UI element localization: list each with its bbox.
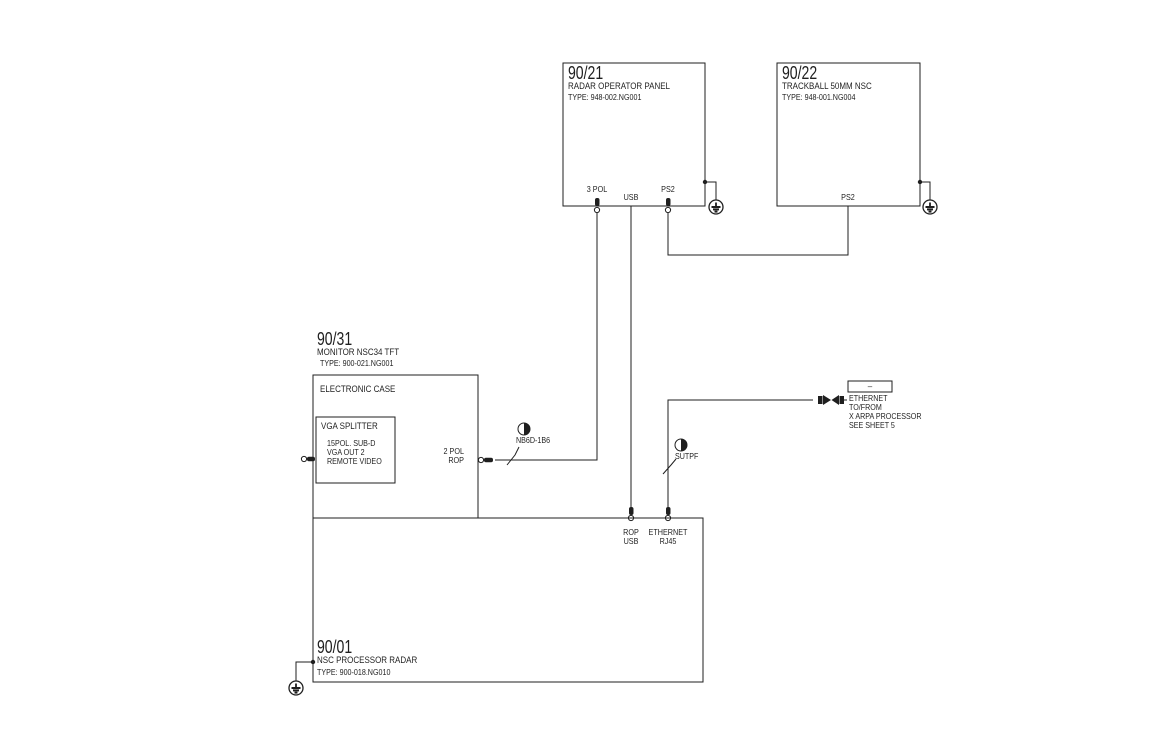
processor-port-rj45-label: RJ45 — [659, 536, 677, 546]
junction-dot — [310, 659, 316, 665]
connector-rop-usb-icon — [627, 507, 635, 522]
connector-ps2-icon — [664, 198, 672, 214]
wire-ps2 — [667, 206, 849, 256]
cable-marker-icon — [674, 438, 688, 452]
trackball-type: TYPE: 948-001.NG004 — [782, 92, 856, 102]
cable-marker-icon — [517, 422, 531, 436]
processor-id: 90/01 — [317, 637, 353, 657]
cable-label-rop-video: NB6D-1B6 — [516, 435, 551, 445]
rop-name: RADAR OPERATOR PANEL — [568, 81, 670, 92]
cable-ref-leader-ethernet — [662, 458, 677, 475]
connector-vga-out-icon — [300, 455, 315, 463]
trackball-id: 90/22 — [782, 63, 818, 83]
cable-label-ethernet: SUTPF — [675, 451, 699, 461]
ethernet-ref-line: X ARPA PROCESSOR — [849, 411, 922, 421]
ethernet-ref-line: SEE SHEET 5 — [849, 420, 895, 430]
monitor-id: 90/31 — [317, 329, 353, 349]
wire-trackball-ground — [920, 181, 931, 200]
case-port-2pol-label: 2 POL — [443, 446, 464, 456]
junction-dot — [917, 179, 923, 185]
trackball-name: TRACKBALL 50MM NSC — [782, 81, 872, 92]
rop-port-3pol-label: 3 POL — [586, 184, 608, 194]
rop-box — [562, 62, 706, 207]
vga-splitter-line: 15POL. SUB-D — [327, 438, 376, 448]
connector-ethernet-icon — [664, 507, 672, 522]
processor-port-usb-label: USB — [623, 536, 639, 546]
ethernet-ref-box-label: – — [867, 382, 873, 391]
connector-2pol-icon — [477, 456, 493, 464]
wire-3pol-to-rop2pol — [495, 213, 598, 461]
processor-port-rop-label: ROP — [623, 527, 639, 537]
rop-type: TYPE: 948-002.NG001 — [568, 92, 642, 102]
monitor-type: TYPE: 900-021.NG001 — [320, 358, 394, 368]
ethernet-ref-line: TO/FROM — [849, 402, 882, 412]
rop-port-ps2-label: PS2 — [661, 184, 675, 194]
rop-id: 90/21 — [568, 63, 604, 83]
earth-ground-icon — [708, 199, 724, 215]
junction-dot — [702, 179, 708, 185]
processor-box — [312, 517, 704, 683]
vga-splitter-line: VGA OUT 2 — [327, 447, 365, 457]
cable-ref-leader-vga — [506, 446, 520, 466]
cable-marker-icons — [517, 422, 688, 452]
connector-3pol-icon — [593, 198, 601, 214]
rop-port-usb-label: USB — [623, 192, 639, 202]
processor-name: NSC PROCESSOR RADAR — [317, 655, 418, 666]
connector-icons — [300, 198, 672, 522]
vga-splitter-line: REMOTE VIDEO — [327, 456, 382, 466]
vga-splitter-box — [315, 416, 396, 484]
monitor-name: MONITOR NSC34 TFT — [317, 347, 400, 358]
earth-ground-icon — [288, 680, 304, 696]
wire-rop-ground — [705, 181, 717, 200]
ground-icons — [288, 199, 938, 696]
processor-type: TYPE: 900-018.NG010 — [317, 667, 391, 677]
electronic-case-label: ELECTRONIC CASE — [320, 384, 396, 395]
wire-processor-ground — [295, 661, 313, 681]
ethernet-ref-box — [847, 380, 893, 393]
ethernet-plug-icon — [818, 395, 847, 405]
trackball-port-ps2-label: PS2 — [841, 192, 855, 202]
processor-port-ethernet-label: ETHERNET — [648, 527, 688, 537]
earth-ground-icon — [922, 199, 938, 215]
vga-splitter-title: VGA SPLITTER — [321, 421, 378, 432]
wire-ethernet — [667, 399, 813, 507]
ethernet-ref-line: ETHERNET — [849, 393, 888, 403]
case-port-rop-label: ROP — [448, 455, 464, 465]
